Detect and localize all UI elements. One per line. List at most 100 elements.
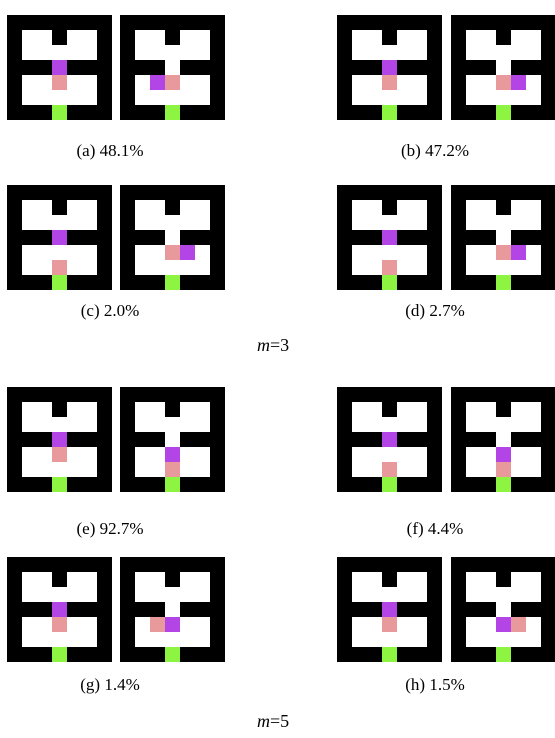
floor-cell (195, 572, 210, 587)
floor-cell (367, 260, 382, 275)
floor-cell (165, 215, 180, 230)
floor-cell (526, 617, 541, 632)
panel-h-grid-after (451, 557, 555, 662)
floor-cell (180, 587, 195, 602)
group-label-variable: m (257, 335, 270, 355)
floor-cell (180, 417, 195, 432)
floor-cell (466, 617, 481, 632)
panel-b-caption: (b) 47.2% (401, 141, 469, 160)
floor-cell (526, 90, 541, 105)
floor-cell (22, 617, 37, 632)
floor-cell (67, 447, 82, 462)
floor-cell (180, 462, 195, 477)
floor-cell (67, 45, 82, 60)
floor-cell (466, 45, 481, 60)
floor-cell (382, 245, 397, 260)
agent-pink-marker (382, 260, 397, 275)
floor-cell (496, 45, 511, 60)
floor-cell (82, 587, 97, 602)
goal-marker (496, 647, 511, 662)
agent-purple-marker (382, 432, 397, 447)
floor-cell (195, 632, 210, 647)
floor-cell (397, 402, 412, 417)
floor-cell (511, 260, 526, 275)
goal-marker (382, 647, 397, 662)
floor-cell (367, 447, 382, 462)
floor-cell (382, 587, 397, 602)
floor-cell (135, 572, 150, 587)
floor-cell (135, 462, 150, 477)
floor-cell (165, 602, 180, 617)
floor-cell (412, 75, 427, 90)
floor-cell (37, 462, 52, 477)
floor-cell (352, 447, 367, 462)
floor-cell (22, 45, 37, 60)
floor-cell (526, 245, 541, 260)
floor-cell (67, 245, 82, 260)
floor-cell (82, 617, 97, 632)
floor-cell (82, 245, 97, 260)
floor-cell (37, 45, 52, 60)
floor-cell (397, 572, 412, 587)
floor-cell (466, 30, 481, 45)
floor-cell (352, 462, 367, 477)
panel-g-grid-after (120, 557, 225, 662)
floor-cell (37, 200, 52, 215)
agent-purple-marker (165, 617, 180, 632)
floor-cell (195, 417, 210, 432)
agent-purple-marker (52, 602, 67, 617)
agent-purple-marker (382, 60, 397, 75)
floor-cell (367, 245, 382, 260)
floor-cell (195, 260, 210, 275)
floor-cell (526, 632, 541, 647)
floor-cell (150, 45, 165, 60)
floor-cell (195, 617, 210, 632)
panel-d-grid-before (337, 185, 442, 290)
floor-cell (367, 30, 382, 45)
floor-cell (412, 402, 427, 417)
floor-cell (195, 402, 210, 417)
floor-cell (382, 90, 397, 105)
group-label-value: =5 (270, 711, 290, 731)
floor-cell (52, 245, 67, 260)
floor-cell (397, 260, 412, 275)
floor-cell (67, 587, 82, 602)
floor-cell (352, 260, 367, 275)
floor-cell (526, 572, 541, 587)
floor-cell (511, 417, 526, 432)
floor-cell (367, 75, 382, 90)
floor-cell (496, 260, 511, 275)
floor-cell (526, 215, 541, 230)
floor-cell (52, 587, 67, 602)
agent-pink-marker (165, 75, 180, 90)
floor-cell (511, 587, 526, 602)
floor-cell (82, 462, 97, 477)
floor-cell (481, 90, 496, 105)
agent-pink-marker (52, 75, 67, 90)
floor-cell (195, 75, 210, 90)
panel-c-grid-after (120, 185, 225, 290)
panel-f-grid-before (337, 387, 442, 492)
floor-cell (481, 45, 496, 60)
floor-cell (352, 90, 367, 105)
floor-cell (180, 447, 195, 462)
floor-cell (526, 30, 541, 45)
panel-a-caption: (a) 48.1% (76, 141, 144, 160)
floor-cell (52, 90, 67, 105)
floor-cell (37, 447, 52, 462)
floor-cell (412, 447, 427, 462)
floor-cell (352, 572, 367, 587)
floor-cell (150, 632, 165, 647)
floor-cell (397, 617, 412, 632)
floor-cell (37, 245, 52, 260)
floor-cell (481, 30, 496, 45)
floor-cell (52, 417, 67, 432)
floor-cell (67, 617, 82, 632)
panel-g-grid-before (7, 557, 112, 662)
panel-a-grid-after (120, 15, 225, 120)
floor-cell (496, 632, 511, 647)
floor-cell (511, 632, 526, 647)
floor-cell (511, 90, 526, 105)
floor-cell (195, 587, 210, 602)
floor-cell (466, 245, 481, 260)
